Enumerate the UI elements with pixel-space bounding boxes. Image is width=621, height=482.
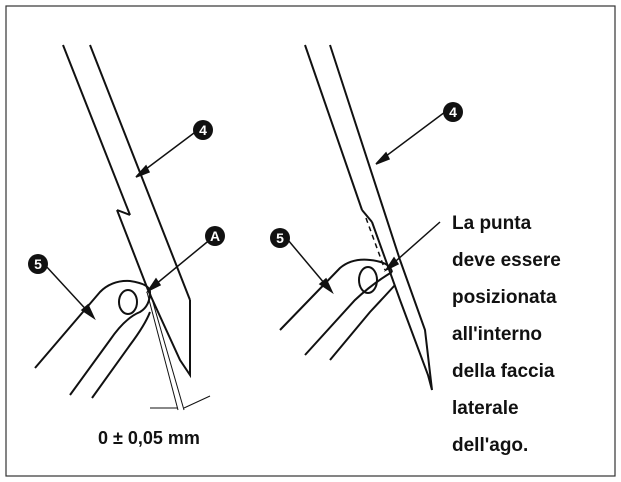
badge-point-a: A <box>205 226 225 246</box>
left-hook <box>34 279 151 399</box>
right-needle <box>304 44 433 391</box>
note-line: all'interno <box>452 324 543 345</box>
right-needle-dashed <box>365 217 386 271</box>
left-needle <box>62 44 191 379</box>
right-leaders <box>287 111 446 295</box>
badge-needle-right: 4 <box>443 102 463 122</box>
badge-hook-left: 5 <box>28 254 48 274</box>
positioning-note: La punta deve essere posizionata all'int… <box>452 205 612 464</box>
frame <box>5 5 616 477</box>
left-leaders <box>44 129 213 321</box>
left-measure-guides <box>146 291 211 411</box>
note-line: La punta <box>452 213 532 234</box>
badge-needle-left: 4 <box>193 120 213 140</box>
note-line: dell'ago. <box>452 435 529 456</box>
note-line: laterale <box>452 398 519 419</box>
tolerance-label: 0 ± 0,05 mm <box>98 428 200 448</box>
right-hook <box>279 258 396 361</box>
badge-hook-right: 5 <box>270 228 290 248</box>
note-line: posizionata <box>452 287 557 308</box>
note-line: della faccia <box>452 361 555 382</box>
note-line: deve essere <box>452 250 561 271</box>
